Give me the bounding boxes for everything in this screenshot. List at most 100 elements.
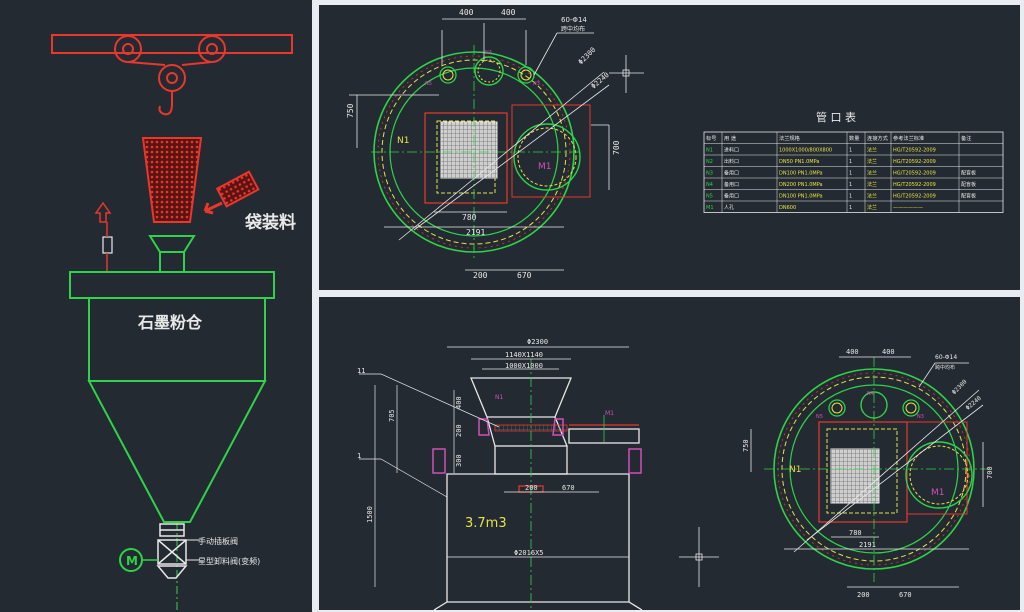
dim-2191: 2191 [466, 228, 485, 237]
table-cell: 备用口 [724, 170, 739, 177]
plan-dim-2191: 2191 [859, 541, 876, 549]
table-header-cell: 用 途 [724, 134, 737, 142]
label-m1: M1 [538, 162, 552, 172]
elevation-plan-panel-bottom: Φ2300 1140X1140 1000X1000 N1 M1 11 1 705… [319, 297, 1020, 610]
feed-arrow-icon [203, 201, 223, 215]
inlet-n1-grid-b [818, 421, 908, 523]
table-cell: 进料口 [724, 147, 739, 154]
inlet-n1-grid [424, 112, 508, 204]
plan-dim-holes: 60-Φ14 [935, 354, 957, 361]
manual-gate-valve-label: 手动插板阀 [198, 536, 238, 546]
plan-dim-780: 780 [849, 529, 862, 537]
elev-dim-d2300: Φ2300 [527, 338, 548, 346]
table-cell: 1 [849, 182, 852, 188]
label-n4: N4 [485, 50, 492, 56]
elev-leader-1: 1 [357, 452, 361, 460]
elev-dim-1000: 1000X1000 [505, 362, 543, 370]
table-cell: 法兰 [867, 181, 877, 188]
vent-filter-icon [102, 236, 113, 254]
elev-leader-11: 11 [357, 367, 365, 375]
plan-dim-400-b: 400 [882, 348, 895, 356]
table-cell: N2 [706, 159, 713, 165]
feed-funnel [141, 137, 203, 223]
elev-dim-400: 400 [455, 396, 463, 409]
elev-label-n1: N1 [495, 394, 503, 401]
table-cell: HG/T20592-2009 [893, 159, 936, 165]
silo-body [69, 271, 275, 612]
table-header-cell: 参考法兰标准 [893, 134, 924, 142]
dim-400-b: 400 [501, 8, 516, 17]
dim-670: 670 [517, 271, 532, 280]
silo-inlet-neck [148, 235, 196, 273]
hoist-crane [51, 34, 293, 116]
table-cell: 人孔 [724, 204, 734, 211]
plan-dim-d2240: Φ2240 [965, 395, 984, 412]
plan-dim-holes-sub: 跨中均布 [935, 364, 955, 371]
dim-750: 750 [346, 103, 355, 118]
dim-d2240: Φ2240 [590, 71, 611, 91]
support-lugs [432, 418, 642, 474]
nozzle-table-title: 管 口 表 [816, 110, 856, 124]
plan-view-drawing: 400 400 60-Φ14 跨中均布 Φ2300 Φ2240 750 780 … [346, 8, 1004, 280]
label-n1: N1 [397, 136, 409, 146]
plan-dim-400-a: 400 [846, 348, 859, 356]
table-cell: —————— [893, 205, 923, 211]
elev-dim-200: 200 [455, 424, 463, 437]
table-cell: 出料口 [724, 158, 739, 165]
table-header-cell: 数量 [849, 134, 859, 142]
table-cell: 1 [849, 159, 852, 165]
manhole-m1-b [905, 421, 973, 515]
plan-label-n4: N4 [867, 391, 874, 397]
silo-schematic-panel: 袋装料 石墨粉仓 手动插板阀 星型卸料阀(变频) M [0, 0, 312, 612]
plan-label-n1: N1 [789, 465, 801, 475]
plan-label-m1: M1 [931, 488, 945, 498]
table-header-cell: 连接方式 [867, 134, 889, 142]
table-cell: DN200 PN1.0MPa [779, 182, 823, 188]
table-cell: N5 [706, 194, 713, 200]
table-cell: 配盲板 [961, 170, 976, 177]
table-cell: M1 [706, 205, 714, 211]
dim-780: 780 [462, 213, 477, 222]
table-cell: 1 [849, 148, 852, 154]
elev-label-m1: M1 [605, 410, 614, 417]
elev-dim-670: 670 [562, 484, 575, 492]
bottom-valves [156, 523, 188, 579]
table-cell: DN600 [779, 205, 796, 211]
elev-dim-300: 300 [455, 454, 463, 467]
silo-schematic: 袋装料 石墨粉仓 手动插板阀 星型卸料阀(变频) M [51, 34, 296, 612]
elev-dim-705: 705 [388, 409, 396, 422]
table-cell: 配盲板 [961, 181, 976, 188]
top-nozzles [439, 56, 535, 86]
manhole-m1 [511, 104, 591, 198]
table-cell: 配盲板 [961, 193, 976, 200]
table-cell: 1 [849, 171, 852, 177]
table-cell: N1 [706, 148, 713, 154]
table-cell: DN100 PN1.0MPa [779, 171, 823, 177]
elev-volume: 3.7m3 [465, 516, 507, 531]
plan-view-panel-top: 400 400 60-Φ14 跨中均布 Φ2300 Φ2240 750 780 … [319, 5, 1020, 290]
nozzle-table-frame [703, 131, 1004, 213]
plan-label-n3: N3 [917, 414, 924, 420]
table-cell: 法兰 [867, 147, 877, 154]
table-cell: HG/T20592-2009 [893, 171, 936, 177]
label-n5: N5 [425, 81, 432, 87]
cad-cursor-icon [679, 527, 719, 587]
table-header-cell: 标号 [706, 134, 716, 142]
silo-label: 石墨粉仓 [137, 313, 203, 332]
elev-dim-1500: 1500 [366, 506, 374, 523]
bag-label: 袋装料 [244, 212, 296, 233]
table-cell: 法兰 [867, 170, 877, 177]
plan-dim-200: 200 [857, 591, 870, 599]
rotary-valve-label: 星型卸料阀(变频) [198, 556, 260, 566]
elev-dim-2016: Φ2016X5 [514, 549, 544, 557]
table-header-cell: 备注 [961, 134, 971, 142]
dim-700: 700 [612, 140, 621, 155]
table-cell: 1000X1000/800X800 [779, 148, 832, 154]
elevation-and-plan-drawing: Φ2300 1140X1140 1000X1000 N1 M1 11 1 705… [357, 338, 994, 610]
table-cell: 1 [849, 205, 852, 211]
dim-400-a: 400 [459, 8, 474, 17]
table-cell: 法兰 [867, 204, 877, 211]
plan-dim-670: 670 [899, 591, 912, 599]
plan-dim-d2300: Φ2300 [951, 378, 969, 396]
